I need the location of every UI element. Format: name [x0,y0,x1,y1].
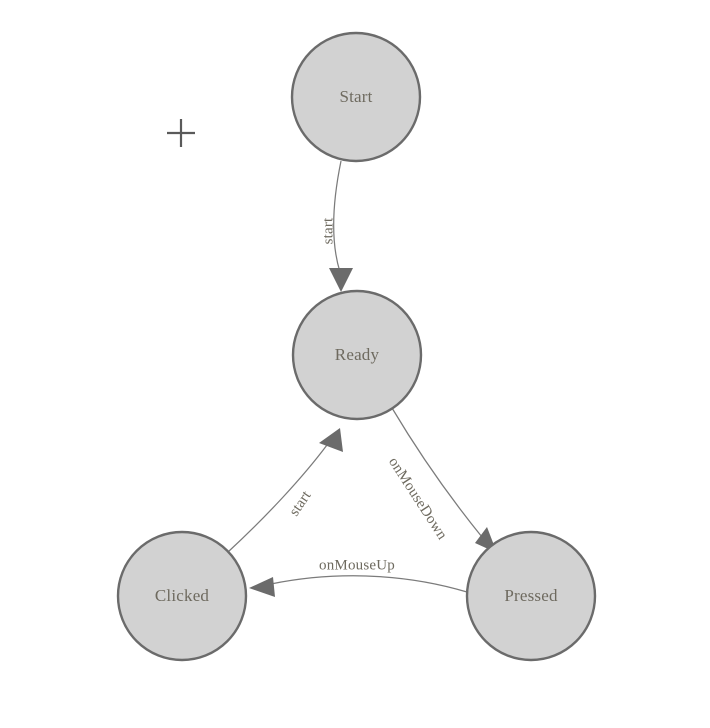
edge-label-pressed-clicked: onMouseUp [319,557,395,573]
crosshair-icon [167,119,195,147]
node-pressed[interactable]: Pressed [465,530,597,662]
edge-pressed-clicked-path [270,575,468,593]
edge-clicked-ready[interactable]: start [227,428,343,553]
node-clicked-label: Clicked [155,586,210,605]
edge-label-ready-pressed: onMouseDown [385,455,450,543]
edge-label-clicked-ready: start [286,488,315,520]
node-ready[interactable]: Ready [291,289,423,421]
node-ready-circle[interactable] [291,289,423,421]
edge-start-ready-path [333,160,342,273]
edge-clicked-ready-path [227,444,328,553]
node-start-circle[interactable] [290,31,422,163]
edge-pressed-clicked-arrowhead [249,577,275,597]
edge-start-ready-arrowhead [329,268,353,292]
node-start-label: Start [339,87,372,106]
node-clicked-circle[interactable] [116,530,248,662]
edge-pressed-clicked[interactable]: onMouseUp [249,557,468,597]
node-pressed-circle[interactable] [465,530,597,662]
node-start[interactable]: Start [290,31,422,163]
node-ready-label: Ready [335,345,380,364]
edge-label-start-ready: start [320,217,336,244]
node-pressed-label: Pressed [504,586,558,605]
edge-ready-pressed-path [391,407,483,538]
edge-ready-pressed[interactable]: onMouseDown [385,407,497,553]
edge-start-ready[interactable]: start [320,160,353,292]
edge-clicked-ready-arrowhead [319,428,343,452]
node-clicked[interactable]: Clicked [116,530,248,662]
